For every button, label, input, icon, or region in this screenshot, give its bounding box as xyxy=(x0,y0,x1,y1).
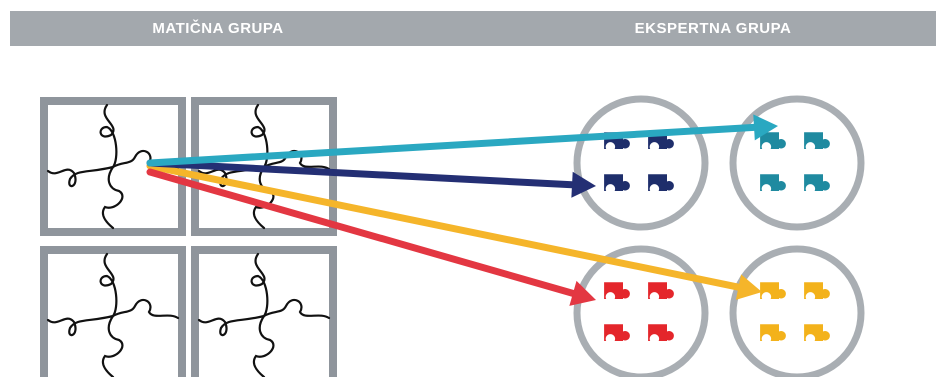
expert-group-title: EKSPERTNA GRUPA xyxy=(634,20,792,37)
group-circle xyxy=(573,245,709,377)
group-circle xyxy=(729,245,865,377)
yellow-group xyxy=(729,245,865,377)
cut-line xyxy=(46,298,180,337)
arrow-head xyxy=(569,280,596,306)
arrow-to-red xyxy=(146,168,596,306)
home-group-tiles xyxy=(40,97,337,377)
arrow-head xyxy=(735,274,762,300)
arrow-to-yellow xyxy=(146,162,762,300)
teal-group xyxy=(729,95,865,231)
arrow-head xyxy=(571,171,596,198)
red-group xyxy=(573,245,709,377)
puzzle-tile xyxy=(40,246,186,377)
arrow-to-teal xyxy=(146,114,778,167)
header-bar xyxy=(10,11,936,46)
arrow-head xyxy=(753,114,778,141)
group-circle xyxy=(729,95,865,231)
home-group-title: MATIČNA GRUPA xyxy=(152,20,284,37)
puzzle-tile xyxy=(191,246,337,377)
expert-group-circles xyxy=(573,95,865,377)
arrow-to-navy xyxy=(146,159,596,198)
cut-line xyxy=(197,298,331,337)
group-circle xyxy=(573,95,709,231)
navy-group xyxy=(573,95,709,231)
arrows-layer xyxy=(146,114,778,306)
